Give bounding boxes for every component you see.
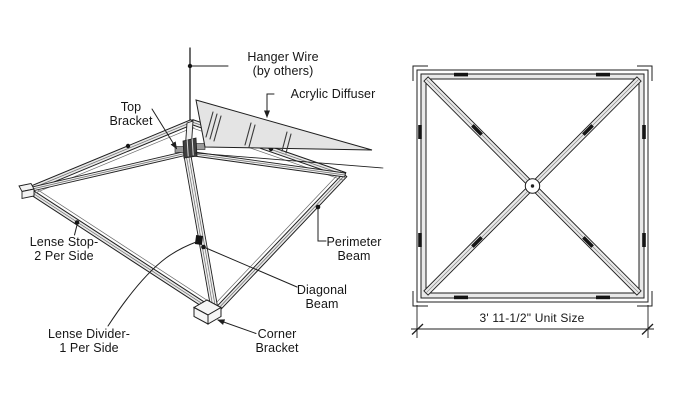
- lense-divider-leader: [107, 241, 198, 327]
- diagonal-beams: [26, 120, 346, 314]
- acrylic-diffuser-leader: [264, 93, 275, 118]
- plan-lens-stops: [418, 72, 646, 300]
- hanger-wire-label: Hanger Wire (by others): [247, 50, 319, 79]
- top-bracket: [174, 137, 206, 159]
- diffuser-hatch-marks: [205, 111, 292, 154]
- perimeter-beam-label: Perimeter Beam: [326, 235, 382, 264]
- acrylic-diffuser-label: Acrylic Diffuser: [290, 87, 376, 101]
- dimension-lines: [411, 305, 654, 338]
- unit-size-dimension-label: 3' 11-1/2" Unit Size: [479, 311, 585, 325]
- top-bracket-leader: [151, 108, 178, 150]
- lense-stop-label: Lense Stop- 2 Per Side: [29, 235, 99, 264]
- corner-notches: [412, 65, 653, 307]
- left-corner-bracket: [18, 182, 35, 200]
- plan-view: [411, 65, 654, 338]
- corner-bracket: [192, 299, 223, 325]
- acrylic-diffuser-panel: [194, 99, 384, 169]
- top-bracket-label: Top Bracket: [109, 100, 153, 129]
- corner-bracket-label: Corner Bracket: [255, 327, 299, 356]
- lens-stop-dots: [74, 143, 321, 250]
- perimeter-beam-leader: [317, 208, 327, 242]
- lense-divider-label: Lense Divider- 1 Per Side: [48, 327, 130, 356]
- callout-leaders: [74, 63, 327, 334]
- assembly-view: [18, 47, 384, 334]
- center-hub: [524, 178, 541, 194]
- lense-stop-leader: [74, 224, 78, 236]
- diagonal-beam-detail: [27, 152, 346, 313]
- corner-bracket-leader: [217, 319, 257, 334]
- lens-divider-bracket: [194, 235, 204, 245]
- hanger-wire-leader: [187, 63, 229, 69]
- diagonal-beam-label: Diagonal Beam: [296, 283, 348, 312]
- diagonal-beam-leader: [205, 247, 298, 288]
